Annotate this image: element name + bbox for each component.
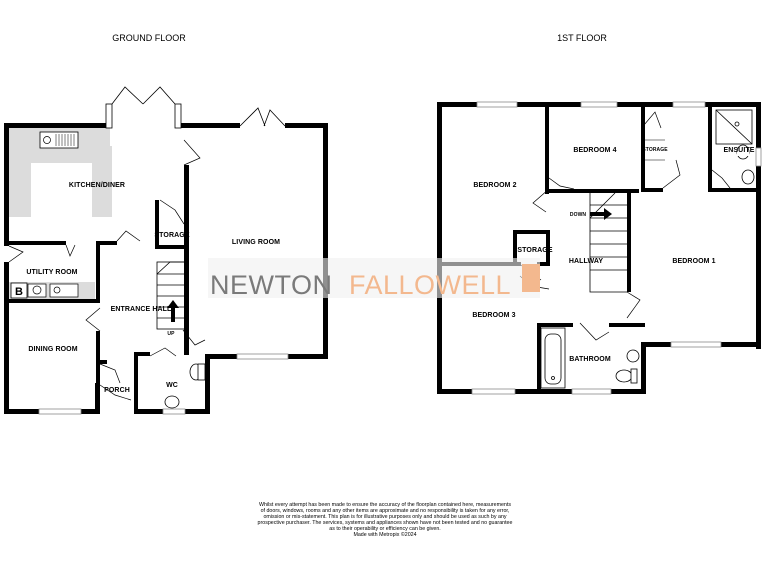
first-floor-heading: 1ST FLOOR [557,33,607,43]
porch-label: PORCH [104,387,130,394]
kitchen-worktop [8,127,112,217]
utility-room-label: UTILITY ROOM [26,269,77,276]
bedroom-3-label: BEDROOM 3 [472,312,515,319]
entrance-hall-label: ENTRANCE HALL [111,306,172,313]
watermark: NEWTON FALLOWELL [208,258,540,300]
down-label: DOWN [570,212,587,218]
first-walls [437,102,761,394]
ground-walls [4,123,328,414]
watermark-fallowell: FALLOWELL [349,270,511,300]
first-staircase [589,192,627,293]
bedroom-1-label: BEDROOM 1 [672,258,715,265]
kitchen-diner-label: KITCHEN/DINER [69,182,125,189]
dining-room-label: DINING ROOM [28,346,77,353]
storage-landing-label: STORAGE [517,247,552,254]
kitchen-french-doors [105,86,182,129]
disclaimer-line: Whilst every attempt has been made to en… [258,502,512,508]
utility-units [9,282,95,299]
watermark-newton: NEWTON [210,270,333,300]
wc-fixtures [164,363,206,409]
storage-ground-label: STORAGE [154,232,189,239]
bathroom-label: BATHROOM [569,356,611,363]
ground-door-swings [8,139,206,401]
room-labels: KITCHEN/DINER UTILITY ROOM DINING ROOM E… [15,147,755,394]
boiler-label: B [15,286,23,298]
disclaimer-line: omission or mis-statement. This plan is … [263,514,507,521]
bedroom-4-label: BEDROOM 4 [573,147,616,154]
up-label: UP [167,331,175,337]
disclaimer-line: as to their operability or efficiency ca… [329,526,441,533]
wc-label: WC [166,382,178,389]
living-french-doors [239,107,286,127]
first-windows [471,101,762,395]
first-floor-plan [437,101,762,395]
ground-windows [38,353,289,415]
disclaimer-line: prospective purchaser. The services, sys… [257,520,513,527]
bedroom-2-label: BEDROOM 2 [473,182,516,189]
hallway-label: HALLWAY [569,258,604,265]
storage-closet [645,139,665,161]
ensuite-fixtures [715,109,755,185]
down-arrow [590,208,612,220]
storage-upper-label: STORAGE [642,147,668,153]
ground-floor-heading: GROUND FLOOR [112,33,186,43]
ensuite-label: ENSUITE [723,147,754,154]
up-arrow [167,300,179,322]
disclaimer-line: Made with Metropix ©2024 [353,532,417,539]
bathroom-fixtures [540,327,640,389]
ground-staircase [156,261,186,330]
disclaimer: Whilst every attempt has been made to en… [210,502,560,539]
disclaimer-line: of doors, windows, rooms and any other i… [260,508,510,515]
living-room-label: LIVING ROOM [232,239,280,246]
ground-floor-plan [4,86,328,415]
